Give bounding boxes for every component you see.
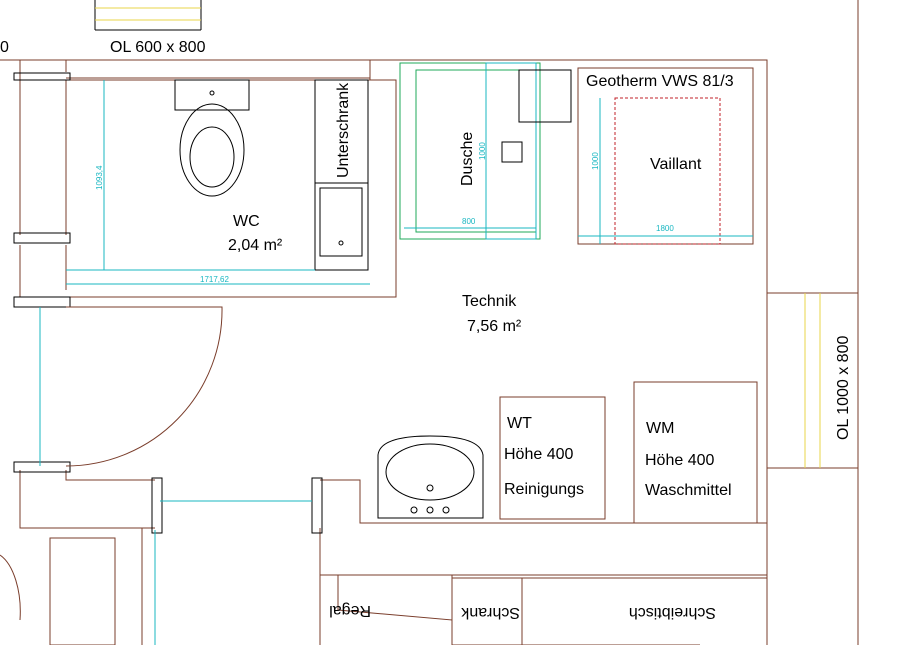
opening-label-right: OL 1000 x 800 [835,336,852,440]
heatpump-depth-dim: 1000 [591,152,600,170]
schreibtisch-label: Schreibtisch [629,604,716,621]
toilet-icon [174,79,250,197]
wc-width-dim: 1717,62 [200,275,229,284]
wt-box [499,396,606,520]
wm-box [633,381,758,524]
shower [399,62,541,240]
bottom-furniture [337,575,767,645]
regal-label: Regal [329,602,371,619]
wm-line3: Waschmittel [645,482,732,499]
shower-label: Dusche [459,132,476,186]
wc-area: 2,04 m² [228,237,283,254]
wc-height-dim: 1093,4 [95,165,104,190]
opening-label-top: OL 600 x 800 [110,39,206,56]
washbasin-icon [377,435,484,519]
wc-dimensions [66,80,370,285]
edge-label: 0 [0,39,9,56]
shower-width-dim: 800 [462,217,476,226]
wt-line3: Reinigungs [504,481,584,498]
shower-depth-dim: 1000 [478,142,487,160]
walls [0,0,859,645]
door-swings [0,306,312,645]
geotherm-label: Geotherm VWS 81/3 [586,73,734,90]
technik-name: Technik [462,293,517,310]
heatpump-width-dim: 1800 [656,224,674,233]
heat-pump [518,67,754,245]
door-frames [13,72,323,534]
wm-line2: Höhe 400 [645,452,714,469]
wc-name: WC [233,213,260,230]
wt-line1: WT [507,415,532,432]
unterschrank-label: Unterschrank [335,82,352,178]
vaillant-label: Vaillant [650,156,702,173]
wt-line2: Höhe 400 [504,446,573,463]
right-window [804,293,821,468]
schrank-label: Schrank [460,604,520,621]
technik-area: 7,56 m² [467,318,522,335]
top-window [94,0,202,31]
unterschrank [314,79,369,271]
wm-line1: WM [646,420,674,437]
